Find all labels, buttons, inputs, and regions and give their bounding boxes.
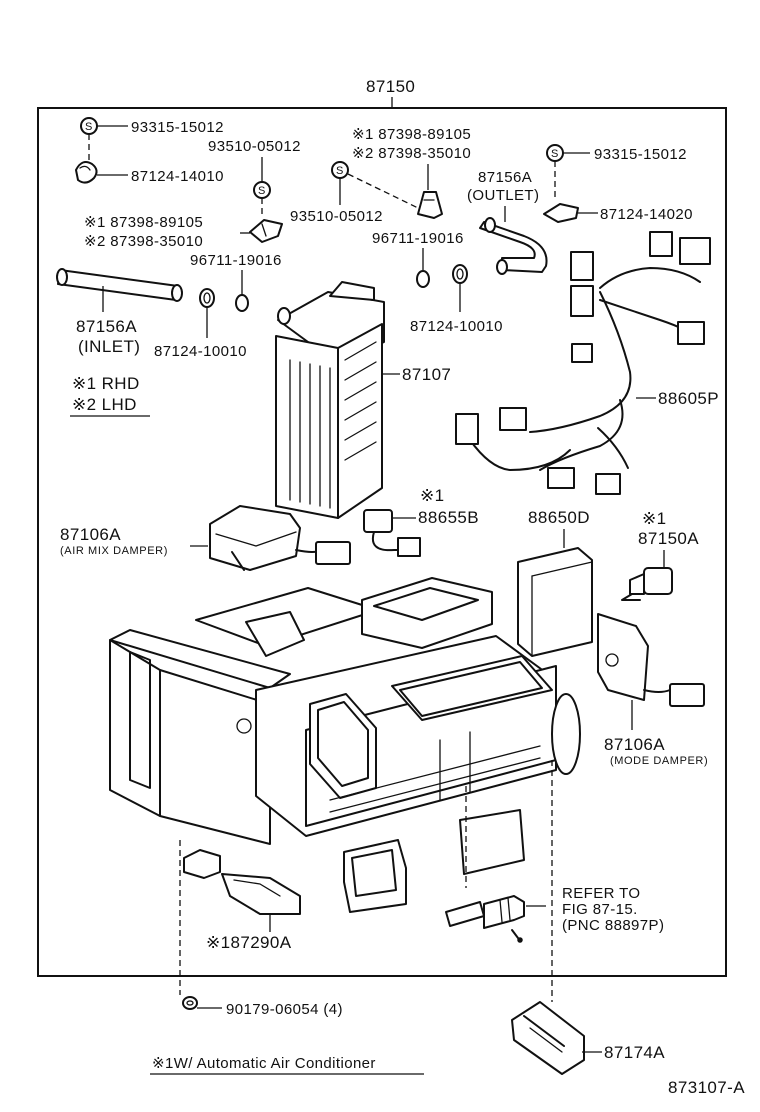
clip-icon	[543, 203, 579, 223]
label-93510-top: 93510-05012	[208, 138, 301, 155]
outlet-hose-icon	[479, 217, 548, 275]
label-93510-mid: 93510-05012	[290, 208, 383, 225]
figure-id: 873107-A	[668, 1078, 745, 1097]
svg-text:S: S	[336, 165, 344, 177]
screw-s-icon: S	[253, 181, 271, 199]
sensor-icon	[363, 509, 421, 557]
mark-88655b: ※1	[420, 486, 445, 505]
bracket-clip-icon	[417, 191, 443, 219]
label-88650d: 88650D	[528, 508, 590, 527]
label-87398-rhd-top: ※1 87398-89105	[352, 126, 471, 143]
screw-s-icon: S	[546, 144, 564, 162]
svg-text:S: S	[258, 185, 266, 197]
servo-motor-icon	[621, 567, 673, 601]
label-87174a: 87174A	[604, 1043, 665, 1062]
svg-text:S: S	[551, 148, 559, 160]
label-87156a-outlet: 87156A	[478, 169, 532, 186]
footnote: ※1W/ Automatic Air Conditioner	[152, 1055, 376, 1072]
bracket-clip-icon	[249, 219, 283, 243]
label-87107: 87107	[402, 365, 451, 384]
clamp-ring-icon	[199, 288, 215, 308]
label-87290a: ※187290A	[206, 933, 292, 952]
assembly-number: 87150	[366, 77, 415, 96]
label-96711-right: 96711-19016	[372, 230, 464, 247]
air-mix-damper-motor-icon	[209, 505, 351, 571]
grommet-icon	[235, 294, 249, 312]
legend-rhd: ※1 RHD	[72, 374, 140, 393]
heater-core-icon	[275, 281, 385, 519]
label-87124-10010-left: 87124-10010	[154, 343, 247, 360]
clip-icon	[75, 161, 98, 184]
label-88655b: 88655B	[418, 508, 479, 527]
label-87124-14010: 87124-14010	[131, 168, 224, 185]
label-93315-left: 93315-15012	[131, 119, 224, 136]
label-87124-14020: 87124-14020	[600, 206, 693, 223]
label-refer-line2: FIG 87-15.	[562, 901, 638, 918]
mark-87150a: ※1	[642, 509, 667, 528]
label-inlet: (INLET)	[78, 337, 140, 356]
label-87398-rhd-left: ※1 87398-89105	[84, 214, 203, 231]
label-mode-damper: (MODE DAMPER)	[610, 755, 708, 767]
assembly-frame	[37, 107, 727, 977]
mode-damper-motor-icon	[597, 613, 705, 707]
heater-case-icon	[109, 577, 581, 915]
label-87124-10010-right: 87124-10010	[410, 318, 503, 335]
label-87398-lhd-left: ※2 87398-35010	[84, 233, 203, 250]
label-87150a: 87150A	[638, 529, 699, 548]
label-96711-left: 96711-19016	[190, 252, 282, 269]
label-90179: 90179-06054 (4)	[226, 1001, 343, 1018]
clamp-ring-icon	[452, 264, 468, 284]
inlet-hose-icon	[56, 268, 183, 302]
label-87106a-mode: 87106A	[604, 735, 665, 754]
label-93315-right: 93315-15012	[594, 146, 687, 163]
svg-text:S: S	[85, 121, 93, 133]
label-refer-line3: (PNC 88897P)	[562, 917, 664, 934]
label-outlet: (OUTLET)	[467, 187, 539, 204]
label-87156a-inlet: 87156A	[76, 317, 137, 336]
grommet-icon	[416, 270, 430, 288]
label-87106a-airmix: 87106A	[60, 525, 121, 544]
wire-harness-icon	[455, 231, 711, 495]
air-duct-icon	[511, 1001, 585, 1075]
label-refer-line1: REFER TO	[562, 885, 641, 902]
legend-lhd: ※2 LHD	[72, 395, 137, 414]
temperature-sensor-icon	[445, 895, 525, 943]
nut-icon	[182, 996, 198, 1010]
label-air-mix-damper: (AIR MIX DAMPER)	[60, 545, 168, 557]
label-87398-lhd-top: ※2 87398-35010	[352, 145, 471, 162]
screw-s-icon: S	[331, 161, 349, 179]
screw-s-icon: S	[80, 117, 98, 135]
label-88605p: 88605P	[658, 389, 719, 408]
amplifier-unit-icon	[517, 547, 593, 657]
